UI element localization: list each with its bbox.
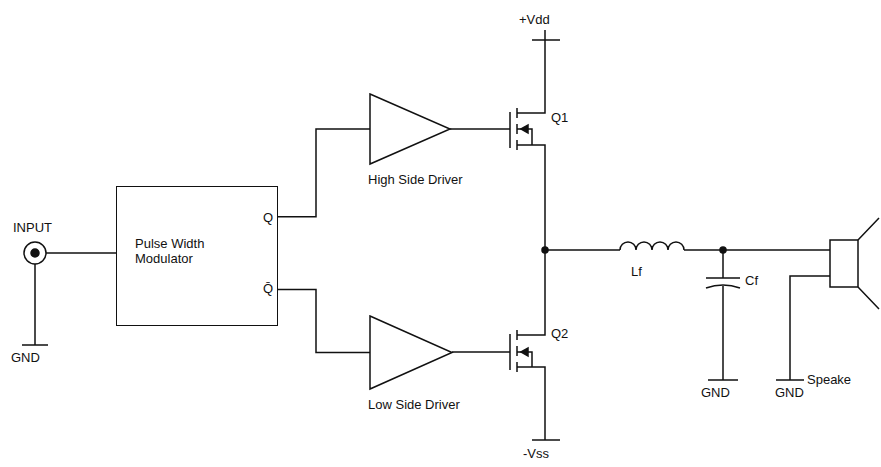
signal-label: GND xyxy=(700,385,731,400)
mosfet-symbol xyxy=(510,260,560,440)
signal-label: Q2 xyxy=(550,326,569,341)
driver-triangle: High Side Driver xyxy=(360,93,490,188)
signal-wire xyxy=(278,129,370,217)
process-box: Pulse Width Modulator xyxy=(116,186,278,326)
signal-label: INPUT xyxy=(12,220,53,235)
junction-dot xyxy=(542,247,548,253)
signal-label: Q xyxy=(262,210,274,225)
triangle-outline xyxy=(360,93,490,167)
node-text: Low Side Driver xyxy=(360,398,490,413)
driver-triangle: Low Side Driver xyxy=(360,315,490,413)
signal-label: Cf xyxy=(744,273,759,288)
inductor-symbol xyxy=(620,242,684,250)
signal-label: GND xyxy=(10,350,41,365)
output-wire xyxy=(545,240,620,260)
capacitor-symbol xyxy=(706,250,740,380)
gate-wire xyxy=(452,351,510,353)
signal-label: -Vss xyxy=(522,446,550,461)
signal-label: +Vdd xyxy=(518,12,551,27)
input-pin xyxy=(31,249,39,257)
mosfet-symbol xyxy=(510,30,560,240)
output-wire xyxy=(684,249,830,251)
triangle-outline xyxy=(360,315,490,392)
signal-label: GND xyxy=(774,385,805,400)
speaker-symbol xyxy=(830,240,858,287)
signal-label: Q1 xyxy=(550,110,569,125)
speaker-cone xyxy=(858,218,879,309)
signal-label: Q̄ xyxy=(262,281,274,296)
node-text: High Side Driver xyxy=(360,173,490,188)
input-ground xyxy=(22,264,48,345)
gate-wire xyxy=(450,128,510,130)
signal-label: Lf xyxy=(630,264,643,279)
input-jack xyxy=(24,242,46,264)
speaker-ground xyxy=(776,276,830,380)
signal-label: Speake xyxy=(806,372,852,387)
input-wire xyxy=(46,252,116,254)
node-text: Pulse Width Modulator xyxy=(135,237,237,267)
signal-wire xyxy=(278,290,370,353)
